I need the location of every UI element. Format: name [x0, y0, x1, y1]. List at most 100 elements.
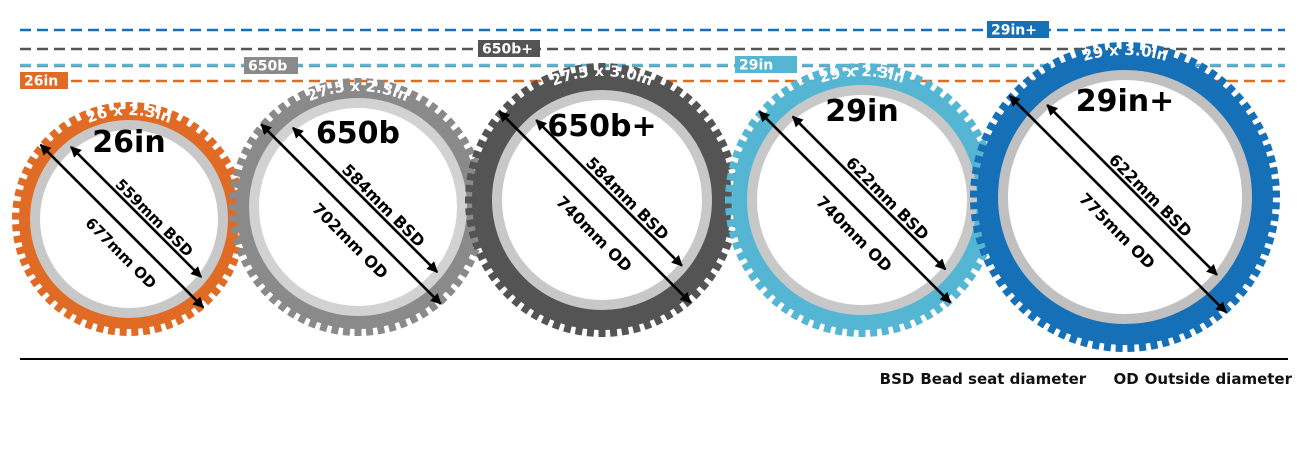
tire-knob — [932, 85, 944, 98]
tire-knob — [932, 302, 944, 315]
tire-knob — [49, 128, 61, 141]
tire-knob — [747, 270, 760, 282]
tire-knob — [408, 312, 419, 325]
tire-knob — [73, 314, 84, 326]
tire-knob — [26, 155, 39, 167]
tire-knob — [451, 126, 464, 138]
tire-knob — [1187, 56, 1198, 69]
tire-knob — [902, 319, 913, 330]
tire-knob — [1269, 213, 1280, 222]
tire-knob — [1036, 317, 1048, 329]
tire-knob — [466, 172, 477, 182]
tire-knob — [458, 136, 470, 147]
tire-knob — [230, 179, 241, 189]
tire-knob — [1138, 341, 1147, 352]
tire-knob — [704, 270, 717, 282]
tire-knob — [465, 184, 475, 193]
tire-knob — [736, 250, 748, 262]
tire-knob — [672, 302, 684, 315]
tire-knob — [174, 314, 185, 326]
tire-knob — [398, 317, 408, 329]
tire-knob — [1270, 190, 1281, 198]
tire-knob — [662, 79, 674, 91]
tire-knob — [1182, 328, 1193, 340]
height-tag-label-2: 29in — [739, 58, 773, 74]
tire-knob — [721, 149, 732, 160]
tire-knob — [13, 234, 24, 244]
wheel-name: 29in+ — [1076, 84, 1175, 119]
tire-knob — [1013, 83, 1026, 96]
tire-knob — [790, 79, 802, 91]
tire-knob — [725, 196, 734, 204]
tire-knob — [974, 154, 985, 164]
tire-knob — [726, 172, 737, 182]
tire-knob — [986, 121, 998, 133]
tire-knob — [662, 309, 674, 321]
tire-knob — [481, 128, 493, 140]
tire-knob — [163, 318, 174, 330]
tire-knob — [800, 314, 812, 326]
tire-knob — [387, 81, 397, 93]
tire-knob — [113, 102, 122, 112]
tire-knob — [721, 240, 732, 251]
tire-knob — [957, 279, 970, 291]
tire-knob — [971, 260, 983, 272]
tire-knob — [287, 307, 298, 319]
tire-knob — [232, 236, 244, 246]
tire-knob — [472, 240, 483, 251]
od-arrow — [758, 110, 952, 304]
tire-knob — [246, 136, 258, 147]
tire-knob — [1027, 310, 1039, 322]
tire-knob — [227, 256, 239, 267]
tire-knob — [1085, 45, 1095, 56]
tire-knob — [21, 166, 33, 177]
tire-knob — [869, 327, 878, 337]
tire-knob — [1109, 42, 1118, 52]
tire-knob — [1052, 56, 1063, 69]
tire-knob — [1149, 339, 1159, 350]
tire-knob — [24, 266, 36, 278]
tire-knob — [1270, 201, 1280, 210]
tire-knob — [620, 325, 630, 336]
tire-knob — [922, 79, 934, 91]
tire-knob — [970, 178, 981, 187]
wheel-name: 29in — [825, 94, 898, 129]
tire-knob — [1216, 76, 1228, 88]
tire-knob — [520, 302, 532, 315]
tire-knob — [365, 326, 374, 336]
tire-knob — [1255, 256, 1267, 268]
tire-knob — [1097, 43, 1106, 54]
tire-knob — [891, 66, 901, 78]
tire-knob — [912, 74, 924, 86]
tire-knob — [681, 92, 693, 105]
tire-knob — [598, 63, 606, 72]
tire-knob — [319, 81, 329, 93]
tire-knob — [823, 322, 833, 334]
tire-knob — [19, 256, 31, 267]
tire-knob — [880, 64, 890, 75]
tire-knob — [652, 314, 664, 326]
tire-knob — [84, 318, 95, 330]
tire-knob — [811, 70, 822, 81]
tire-knob — [330, 79, 340, 90]
tire-knob — [586, 63, 595, 73]
tire-knob — [268, 109, 280, 121]
tire-knob — [1266, 224, 1278, 234]
tire-knob — [1144, 43, 1153, 54]
tire-knob — [222, 266, 234, 278]
tire-knob — [418, 95, 429, 107]
tire-knob — [1103, 341, 1112, 352]
tire-knob — [277, 101, 289, 114]
tire-knob — [970, 201, 980, 210]
tire-knob — [463, 257, 476, 268]
tire-knob — [530, 309, 542, 321]
tire-knob — [1263, 235, 1275, 245]
tire-knob — [631, 322, 641, 334]
tire-knob — [697, 279, 710, 291]
